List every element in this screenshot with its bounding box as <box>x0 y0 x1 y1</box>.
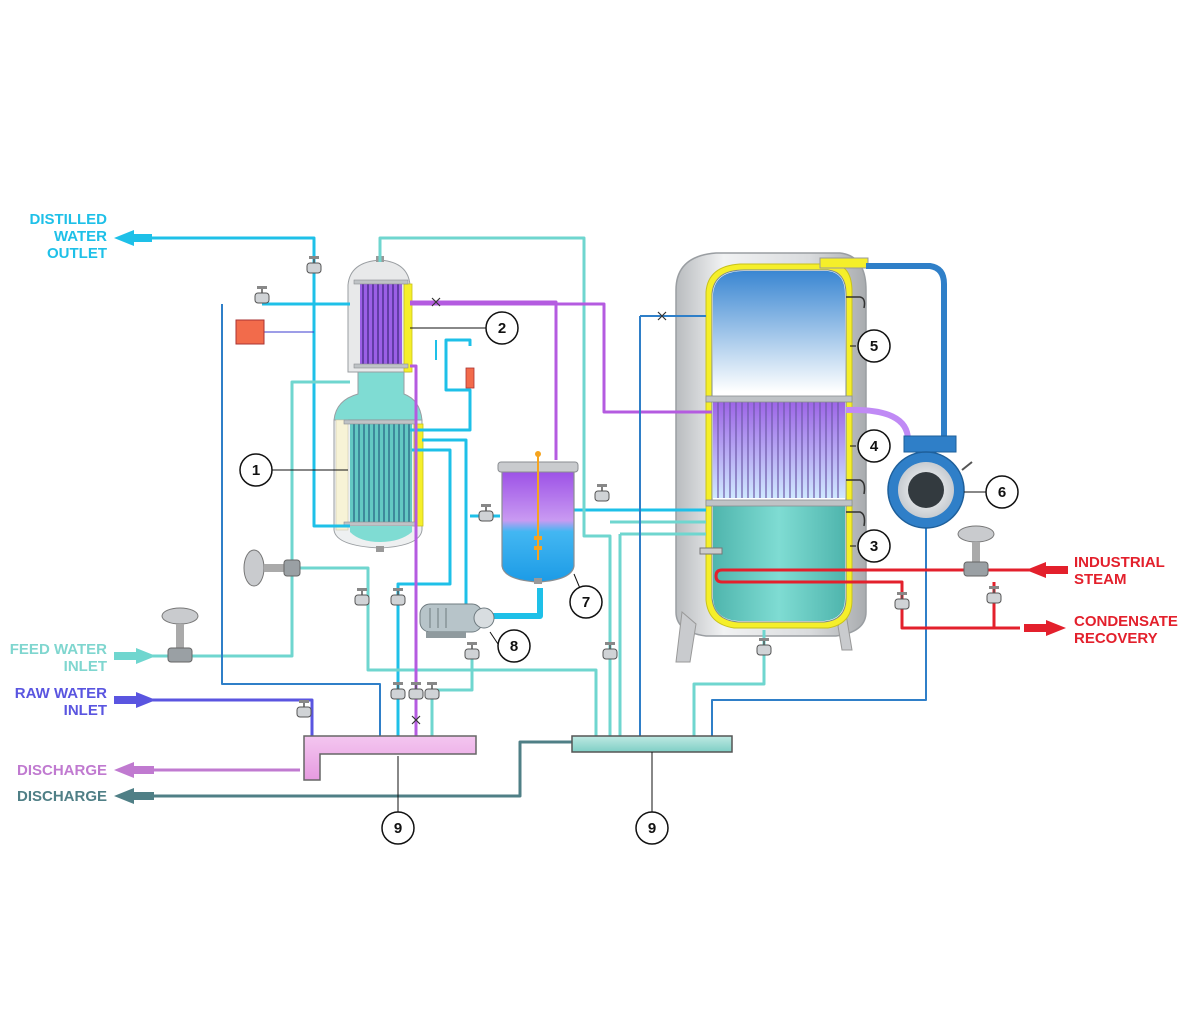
valve <box>390 682 406 700</box>
callout-c2: 2 <box>485 311 519 345</box>
label-feed-water-inlet-1: FEED WATER <box>10 641 107 658</box>
callout-number: 8 <box>510 638 518 655</box>
pump <box>419 603 495 638</box>
callout-c4: 4 <box>857 429 891 463</box>
side-labels: DISTILLED WATER OUTLET FEED WATER INLET … <box>10 211 1178 805</box>
label-discharge-pink: DISCHARGE <box>17 762 107 779</box>
steam-inlet-arrow <box>1026 562 1068 578</box>
callout-circle <box>497 629 531 663</box>
evaporator-column <box>333 256 424 552</box>
callout-circle <box>857 529 891 563</box>
check-valve <box>431 297 441 307</box>
callout-c9b: 9 <box>635 811 669 845</box>
callout-number: 9 <box>648 820 656 837</box>
valve <box>756 638 772 656</box>
discharge-header-left <box>303 735 477 781</box>
callouts: 1 2 3 4 5 6 7 8 9 9 <box>239 311 1019 845</box>
condensate-arrow <box>1024 620 1066 636</box>
valve <box>602 642 618 660</box>
distilled-outlet-arrow <box>114 230 152 246</box>
callout-number: 4 <box>870 438 879 455</box>
callout-c6: 6 <box>985 475 1019 509</box>
callout-c9a: 9 <box>381 811 415 845</box>
valve <box>354 588 370 606</box>
callout-leaders <box>270 327 986 812</box>
tank-tube-bundle <box>717 400 839 498</box>
vapor-compressor <box>887 435 973 529</box>
alarm-box <box>235 319 265 345</box>
valves <box>254 256 1002 725</box>
callout-circle <box>857 429 891 463</box>
callout-circle <box>381 811 415 845</box>
discharge-arrow-teal <box>114 788 154 804</box>
valve <box>254 286 270 304</box>
valve <box>424 682 440 700</box>
column-control-valve <box>243 549 301 587</box>
valve <box>296 700 312 718</box>
valve <box>894 592 910 610</box>
callout-number: 6 <box>998 484 1006 501</box>
label-feed-water-inlet-2: INLET <box>64 658 107 675</box>
callout-circle <box>635 811 669 845</box>
callout-c3: 3 <box>857 529 891 563</box>
flow-arrows <box>114 230 1068 804</box>
callout-circle <box>239 453 273 487</box>
callout-number: 2 <box>498 320 506 337</box>
label-raw-water-inlet-1: RAW WATER <box>15 685 107 702</box>
callout-circle <box>485 311 519 345</box>
label-raw-water-inlet-2: INLET <box>64 702 107 719</box>
callout-number: 7 <box>582 594 590 611</box>
feed-inlet-arrow <box>114 648 156 664</box>
label-distilled-water-outlet-3: OUTLET <box>47 245 107 262</box>
feed-control-valve <box>161 607 199 663</box>
label-discharge-teal: DISCHARGE <box>17 788 107 805</box>
piping <box>148 236 1040 798</box>
steam-control-valve <box>957 525 995 577</box>
callout-number: 3 <box>870 538 878 555</box>
label-distilled-water-outlet-1: DISTILLED <box>30 211 108 228</box>
callout-c1: 1 <box>239 453 273 487</box>
label-industrial-steam-2: STEAM <box>1074 571 1127 588</box>
valve <box>408 682 424 700</box>
label-condensate-recovery-2: RECOVERY <box>1074 630 1158 647</box>
callout-circle <box>569 585 603 619</box>
callout-c8: 8 <box>497 629 531 663</box>
callout-number: 1 <box>252 462 260 479</box>
label-distilled-water-outlet-2: WATER <box>54 228 107 245</box>
valve <box>594 484 610 502</box>
discharge-arrow-pink <box>114 762 154 778</box>
discharge-header-right <box>571 735 733 753</box>
valve <box>478 504 494 522</box>
callout-number: 9 <box>394 820 402 837</box>
valve <box>306 256 322 274</box>
valve <box>986 586 1002 604</box>
callout-circle <box>857 329 891 363</box>
label-condensate-recovery-1: CONDENSATE <box>1074 613 1178 630</box>
check-valve <box>657 311 667 321</box>
label-industrial-steam-1: INDUSTRIAL <box>1074 554 1165 571</box>
separator-vessel <box>497 451 579 584</box>
raw-inlet-arrow <box>114 692 156 708</box>
valve <box>464 642 480 660</box>
valve <box>390 588 406 606</box>
main-storage-tank <box>675 252 869 663</box>
callout-circle <box>985 475 1019 509</box>
orange-sensor <box>465 367 475 389</box>
callout-number: 5 <box>870 338 878 355</box>
callout-c7: 7 <box>569 585 603 619</box>
check-valve <box>411 715 421 725</box>
callout-c5: 5 <box>857 329 891 363</box>
